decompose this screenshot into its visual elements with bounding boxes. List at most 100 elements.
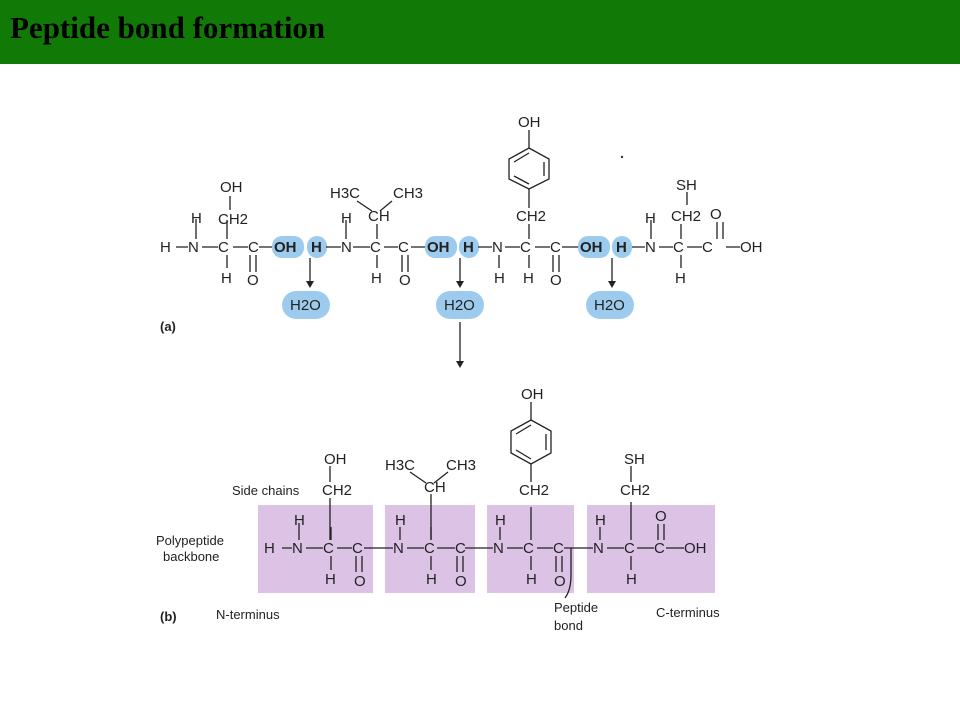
backbone-res4 <box>599 502 684 570</box>
label-side-chains: Side chains <box>232 483 300 498</box>
backbone-res1 <box>282 523 393 572</box>
arrowhead-2 <box>456 281 464 288</box>
atom-ch2: CH2 <box>671 208 701 225</box>
bonds-res4 <box>632 192 740 268</box>
atom-h: H <box>645 210 656 227</box>
atom-n: N <box>292 540 303 557</box>
atom-n: N <box>393 540 404 557</box>
arrowhead-1 <box>306 281 314 288</box>
atom-h: H <box>221 270 232 287</box>
atom-c: C <box>352 540 363 557</box>
atom-c: C <box>702 239 713 256</box>
atom-oh: OH <box>521 386 544 403</box>
atom-c: C <box>550 239 561 256</box>
atom-n: N <box>492 239 503 256</box>
panel-b: H N H C C H O N H C C H O N H C C H O N … <box>156 386 720 633</box>
title-bar <box>0 0 960 64</box>
atom-c: C <box>323 540 334 557</box>
atom-ch3: CH3 <box>393 185 423 202</box>
atom-h: H <box>494 270 505 287</box>
water-label: H2O <box>290 297 321 314</box>
ring-res3-inner <box>513 152 545 185</box>
stray-dot <box>620 155 624 159</box>
atom-h3c: H3C <box>330 185 360 202</box>
atom-o: O <box>399 272 411 289</box>
hl-water-3 <box>586 291 634 319</box>
atom-n: N <box>341 239 352 256</box>
atom-n: N <box>593 540 604 557</box>
atom-oh: OH <box>518 114 541 131</box>
atom-ch2: CH2 <box>620 482 650 499</box>
bonds-res1 <box>176 196 272 272</box>
hl-water-1 <box>282 291 330 319</box>
atom-h: H <box>526 571 537 588</box>
hl-h-2 <box>459 236 479 258</box>
arrowhead-3 <box>608 281 616 288</box>
atom-h-leaving: H <box>311 239 322 256</box>
atom-h: H <box>294 512 305 529</box>
arrows <box>306 258 616 368</box>
atom-h: H <box>325 571 336 588</box>
atom-h: H <box>191 210 202 227</box>
water-label: H2O <box>444 297 475 314</box>
atom-o: O <box>710 206 722 223</box>
atom-ch: CH <box>368 208 390 225</box>
panel-b-label: (b) <box>160 609 177 624</box>
atom-h3c: H3C <box>385 457 415 474</box>
atom-ch2: CH2 <box>218 211 248 228</box>
atom-oh-leaving: OH <box>274 239 297 256</box>
hl-h-3 <box>612 236 632 258</box>
atom-ch2: CH2 <box>322 482 352 499</box>
atom-sh: SH <box>676 177 697 194</box>
atom-o: O <box>550 272 562 289</box>
hl-oh-1 <box>272 236 304 258</box>
atom-o: O <box>655 508 667 525</box>
atom-h: H <box>675 270 686 287</box>
atom-n: N <box>645 239 656 256</box>
atom-sh: SH <box>624 451 645 468</box>
ring-res3 <box>510 419 552 465</box>
atom-o: O <box>247 272 259 289</box>
atom-o: O <box>354 573 366 590</box>
atom-c: C <box>455 540 466 557</box>
atom-h: H <box>426 571 437 588</box>
sidechain-res2 <box>409 471 449 540</box>
label-c-terminus: C-terminus <box>656 605 720 620</box>
atom-c: C <box>520 239 531 256</box>
label-backbone-line2: backbone <box>163 549 219 564</box>
bonds-res2 <box>326 200 425 272</box>
arrowhead-main <box>456 361 464 368</box>
atom-c: C <box>248 239 259 256</box>
atom-ch: CH <box>424 479 446 496</box>
atom-ch2: CH2 <box>516 208 546 225</box>
atom-c: C <box>553 540 564 557</box>
atom-h: H <box>264 540 275 557</box>
atom-ch2: CH2 <box>519 482 549 499</box>
atom-h: H <box>523 270 534 287</box>
water-label: H2O <box>594 297 625 314</box>
atom-h: H <box>395 512 406 529</box>
backbone-res3 <box>499 507 593 572</box>
hl-water-2 <box>436 291 484 319</box>
atom-c: C <box>370 239 381 256</box>
residue-box-4 <box>587 505 715 593</box>
label-n-terminus: N-terminus <box>216 607 280 622</box>
label-peptide-line1: Peptide <box>554 600 598 615</box>
ring-res3 <box>508 147 550 190</box>
hl-oh-3 <box>578 236 610 258</box>
atom-oh: OH <box>684 540 707 557</box>
atom-c: C <box>218 239 229 256</box>
ring-res3-inner <box>515 424 547 460</box>
hl-h-1 <box>307 236 327 258</box>
atom-oh-leaving: OH <box>580 239 603 256</box>
atom-c: C <box>673 239 684 256</box>
atom-h: H <box>626 571 637 588</box>
residue-box-2 <box>385 505 475 593</box>
atom-c: C <box>398 239 409 256</box>
atom-c: C <box>654 540 665 557</box>
atom-oh-leaving: OH <box>427 239 450 256</box>
atom-c: C <box>424 540 435 557</box>
residue-box-1 <box>258 505 373 593</box>
label-peptide-line2: bond <box>554 618 583 633</box>
